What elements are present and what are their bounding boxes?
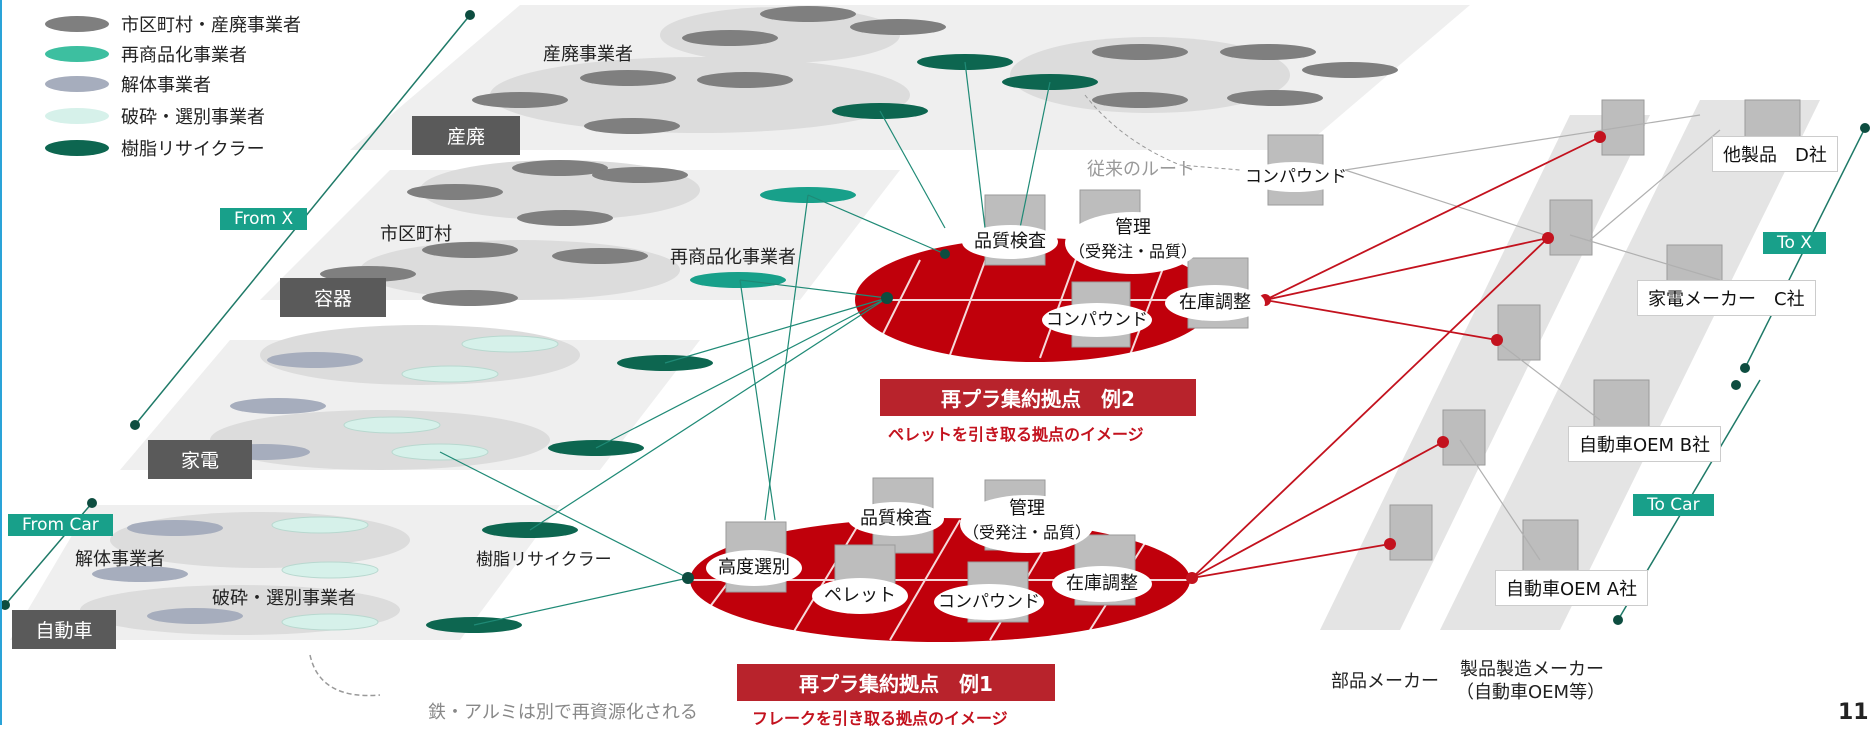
category-jidousha: 自動車 [12,610,116,649]
hub1-mgmt-line1: 管理 [1009,498,1045,519]
metal-note-arrow [309,654,381,697]
legend-item: 再商品化事業者 [45,42,247,66]
legend-item: 樹脂リサイクラー [45,136,265,160]
from-car-tag: From Car [8,514,113,536]
product-maker-line2: （自動車OEM等） [1456,682,1606,703]
company-d: 他製品 D社 [1712,136,1838,172]
hub2-mgmt-line2: （受発注・品質） [1068,242,1197,261]
legend-label: 破砕・選別事業者 [121,107,265,128]
hub1-compound: コンパウンド [934,584,1044,620]
resin-recycler-label: 樹脂リサイクラー [476,550,612,570]
product-maker-line1: 製品製造メーカー [1460,659,1604,680]
company-b: 自動車OEM B社 [1568,426,1722,462]
legend-item: 市区町村・産廃事業者 [45,12,301,36]
hub2-mgmt-line1: 管理 [1115,217,1151,238]
hub2-quality-check: 品質検査 [962,225,1058,259]
legend-label: 再商品化事業者 [121,45,247,66]
conventional-route-label: 従来のルート [1087,159,1195,180]
to-x-tag: To X [1763,232,1826,254]
municipality-label: 市区町村 [380,224,452,245]
hub2-compound: コンパウンド [1042,303,1152,337]
hub1-advanced-sorting: 高度選別 [706,550,802,586]
hub1-banner: 再プラ集約拠点 例1 [737,664,1055,701]
conventional-route-path [1084,94,1241,171]
demolition-label: 解体事業者 [75,549,165,570]
crushing-sorting-label: 破砕・選別事業者 [212,588,356,609]
category-sanpai: 産廃 [412,116,520,155]
page-number: 11 [1838,700,1869,725]
legend-label: 解体事業者 [121,75,211,96]
legend-item: 破砕・選別事業者 [45,104,265,128]
from-x-tag: From X [220,208,308,230]
hub1-quality-check: 品質検査 [848,502,944,536]
legend-item: 解体事業者 [45,72,211,96]
legend-label: 市区町村・産廃事業者 [121,15,301,36]
company-c: 家電メーカー C社 [1637,280,1816,316]
hub2-inventory: 在庫調整 [1165,285,1265,321]
metal-note: 鉄・アルミは別で再資源化される [428,702,698,723]
category-youki: 容器 [280,278,386,317]
compound-top-label: コンパウンド [1245,162,1347,192]
parts-maker-label: 部品メーカー [1331,671,1439,692]
company-a: 自動車OEM A社 [1495,570,1649,606]
hub1-mgmt-line2: （受発注・品質） [962,523,1091,542]
hub2-subtitle: ペレットを引き取る拠点のイメージ [888,425,1144,444]
legend-label: 樹脂リサイクラー [121,139,265,160]
sanpai-operator-label: 産廃事業者 [543,44,633,65]
hub2-management: 管理 （受発注・品質） [1065,212,1201,274]
recommercialization-label: 再商品化事業者 [670,247,796,268]
hub2-banner: 再プラ集約拠点 例2 [880,379,1196,416]
to-car-tag: To Car [1633,494,1714,516]
hub1-subtitle: フレークを引き取る拠点のイメージ [752,709,1008,728]
product-maker-column [1440,100,1820,630]
hub1-pellet: ペレット [812,578,908,614]
hub1-management: 管理 （受発注・品質） [960,495,1094,553]
category-kaden: 家電 [148,440,252,479]
hub1-inventory: 在庫調整 [1052,566,1152,602]
